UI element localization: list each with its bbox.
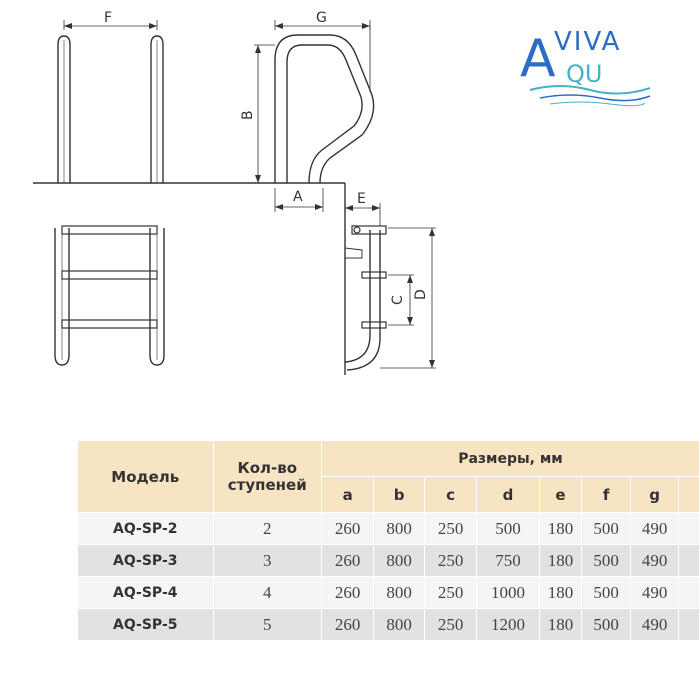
header-steps: Кол-во ступеней bbox=[212, 440, 322, 513]
header-col-a: a bbox=[320, 476, 375, 513]
dim-label-b: B bbox=[240, 110, 256, 120]
dim-label-c: C bbox=[390, 295, 406, 305]
cell-a: 260 bbox=[320, 512, 375, 545]
cell-a: 260 bbox=[320, 576, 375, 609]
cell-a: 260 bbox=[320, 608, 375, 641]
cell-steps: 4 bbox=[212, 576, 322, 609]
cell-g: 490 bbox=[629, 512, 680, 545]
dim-label-g: G bbox=[316, 10, 327, 26]
header-model: Модель bbox=[77, 440, 214, 513]
cell-b: 800 bbox=[373, 512, 425, 545]
cell-d: 1000 bbox=[476, 576, 540, 609]
header-col-b: b bbox=[373, 476, 425, 513]
table-row: AQ-SP-5 5 260 800 250 1200 180 500 490 bbox=[77, 608, 700, 641]
cell-cut bbox=[678, 544, 700, 577]
cell-model: AQ-SP-2 bbox=[77, 512, 214, 545]
cell-f: 500 bbox=[581, 576, 631, 609]
cell-c: 250 bbox=[423, 512, 478, 545]
table-row: AQ-SP-4 4 260 800 250 1000 180 500 490 bbox=[77, 576, 700, 609]
logo-top-text: VIVA bbox=[554, 27, 621, 57]
dim-label-d: D bbox=[413, 289, 429, 300]
cell-model: AQ-SP-4 bbox=[77, 576, 214, 609]
cell-steps: 2 bbox=[212, 512, 322, 545]
cell-c: 250 bbox=[423, 608, 478, 641]
cell-g: 490 bbox=[629, 544, 680, 577]
header-dimensions: Размеры, мм bbox=[320, 440, 700, 477]
cell-model: AQ-SP-5 bbox=[77, 608, 214, 641]
aviva-aqua-logo: A VIVA QU bbox=[520, 27, 651, 107]
cell-b: 800 bbox=[373, 544, 425, 577]
cell-a: 260 bbox=[320, 544, 375, 577]
cell-d: 1200 bbox=[476, 608, 540, 641]
header-col-c: c bbox=[423, 476, 478, 513]
header-col-d: d bbox=[476, 476, 540, 513]
side-view-handrail bbox=[254, 20, 375, 212]
cell-steps: 5 bbox=[212, 608, 322, 641]
logo-bottom-text: QU bbox=[566, 60, 602, 88]
cell-e: 180 bbox=[538, 576, 583, 609]
spec-table: Модель Кол-во ступеней Размеры, мм a b c… bbox=[77, 440, 700, 641]
header-steps-line1: Кол-во bbox=[237, 458, 298, 477]
header-col-cut bbox=[678, 476, 700, 513]
table-row: AQ-SP-2 2 260 800 250 500 180 500 490 bbox=[77, 512, 700, 545]
header-col-e: e bbox=[538, 476, 583, 513]
cell-e: 180 bbox=[538, 512, 583, 545]
cell-d: 750 bbox=[476, 544, 540, 577]
side-view-steps bbox=[344, 203, 436, 371]
cell-g: 490 bbox=[629, 608, 680, 641]
cell-cut bbox=[678, 576, 700, 609]
cell-c: 250 bbox=[423, 544, 478, 577]
cell-steps: 3 bbox=[212, 544, 322, 577]
cell-cut bbox=[678, 608, 700, 641]
header-col-f: f bbox=[581, 476, 631, 513]
cell-cut bbox=[678, 512, 700, 545]
logo-letter-a: A bbox=[520, 29, 556, 89]
dim-label-a: A bbox=[293, 189, 303, 205]
cell-d: 500 bbox=[476, 512, 540, 545]
dim-label-e: E bbox=[357, 191, 366, 207]
header-steps-line2: ступеней bbox=[227, 475, 307, 494]
dim-label-f: F bbox=[104, 10, 112, 26]
table-row: AQ-SP-3 3 260 800 250 750 180 500 490 bbox=[77, 544, 700, 577]
front-view-handrails bbox=[57, 20, 164, 183]
ladder-technical-drawing: F G B A E C D bbox=[33, 10, 436, 375]
cell-e: 180 bbox=[538, 544, 583, 577]
cell-f: 500 bbox=[581, 608, 631, 641]
front-view-steps bbox=[54, 225, 165, 366]
cell-e: 180 bbox=[538, 608, 583, 641]
cell-b: 800 bbox=[373, 608, 425, 641]
cell-model: AQ-SP-3 bbox=[77, 544, 214, 577]
cell-c: 250 bbox=[423, 576, 478, 609]
cell-b: 800 bbox=[373, 576, 425, 609]
header-col-g: g bbox=[629, 476, 680, 513]
cell-g: 490 bbox=[629, 576, 680, 609]
cell-f: 500 bbox=[581, 512, 631, 545]
cell-f: 500 bbox=[581, 544, 631, 577]
